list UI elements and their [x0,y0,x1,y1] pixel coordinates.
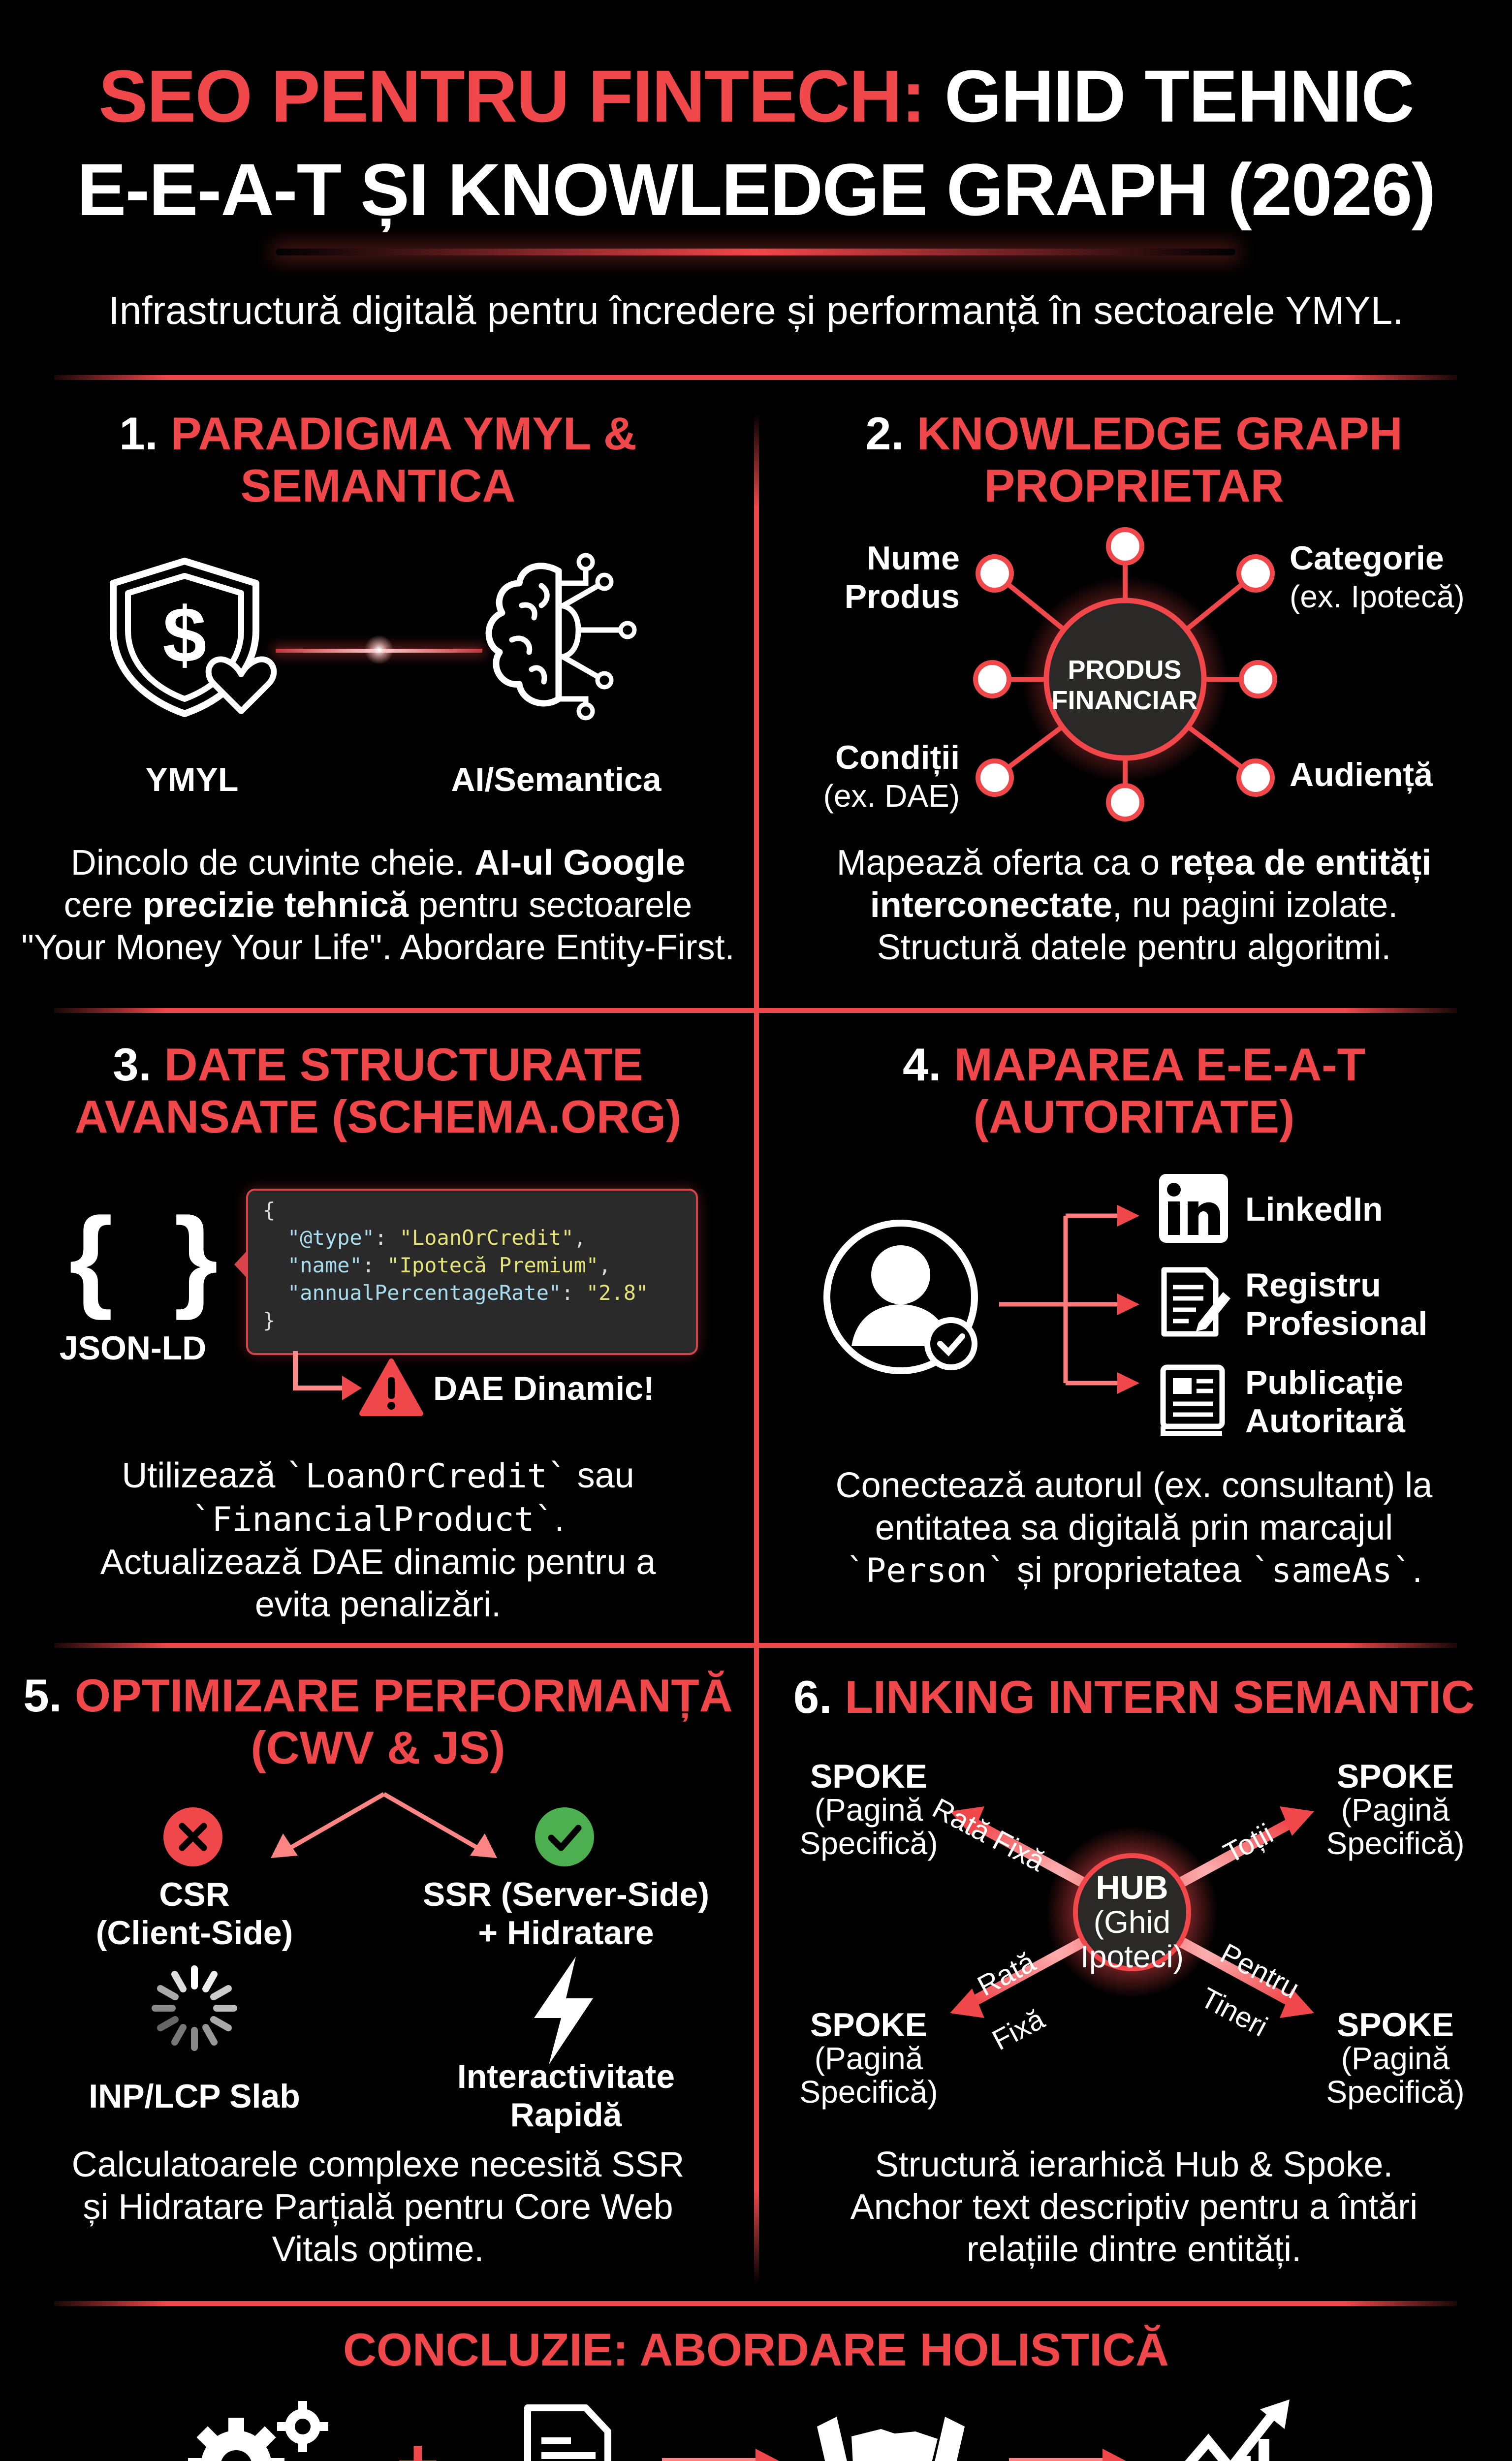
conclusion-title: CONCLUZIE: ABORDARE HOLISTICĂ [343,2324,1169,2375]
growth-chart-icon [1185,2399,1290,2461]
code-snippet: { "@type": "LoanOrCredit", "name": "Ipot… [234,1189,698,1355]
knowledge-graph-diagram [973,527,1277,821]
node-categorie: Categorie (ex. Ipotecă) [1290,539,1465,614]
x-circle-icon [163,1807,222,1866]
page-subtitle: Infrastructură digitală pentru încredere… [108,288,1404,332]
publicatie-label: Publicație Autoritară [1245,1364,1405,1440]
verified-person-icon [823,1220,978,1374]
section-6-title: 6. LINKING INTERN SEMANTIC [793,1671,1475,1723]
title-glow-divider [276,249,1235,255]
center-node-label: PRODUS FINANCIAR [1051,655,1198,715]
ymyl-label: YMYL [145,761,239,798]
section-5-title: 5. OPTIMIZARE PERFORMANȚĂ (CWV & JS) [23,1670,733,1773]
lightning-icon [534,1956,593,2065]
hub-label: HUB (Ghid Ipoteci) [1080,1869,1184,1974]
divider-top [54,375,1457,380]
document-icon [524,2404,611,2461]
section-6-body: Structură ierarhică Hub & Spoke. Anchor … [850,2145,1418,2269]
split-arrows [271,1792,497,1858]
code-pointer [234,1250,248,1279]
section-3-title: 3. DATE STRUCTURATE AVANSATE (SCHEMA.ORG… [74,1039,682,1142]
code-line-name: "name": "Ipotecă Premium", [287,1253,611,1277]
branch-arrows [999,1205,1139,1394]
title-white-1: GHID TEHNIC [944,55,1415,137]
divider-row-2 [54,1643,1457,1648]
spark-icon [364,635,394,664]
divider-bottom [54,2301,1457,2306]
divider-vertical [754,413,759,2284]
inp-lcp-label: INP/LCP Slab [89,2078,300,2115]
section-2-title: 2. KNOWLEDGE GRAPH PROPRIETAR [865,408,1403,511]
svg-text:$: $ [163,591,207,679]
check-circle-icon [535,1807,594,1866]
arrow-right-icon-2 [1009,2449,1126,2461]
linkedin-label: LinkedIn [1245,1191,1383,1228]
loading-spinner-icon [152,1965,237,2051]
title-white-2: E-E-A-T ȘI KNOWLEDGE GRAPH (2026) [77,148,1436,231]
ssr-label: SSR (Server-Side) + Hidratare [423,1876,709,1952]
plus-sign: + [396,2427,440,2461]
interactivitate-label: Interactivitate Rapidă [457,2058,675,2134]
document-pen-icon [1161,1267,1230,1337]
spoke-bottom-left[interactable]: SPOKE (Pagină Specifică) [799,2006,938,2110]
spoke-top-left[interactable]: SPOKE (Pagină Specifică) [799,1758,938,1861]
shield-dollar-heart-icon: $ [110,558,277,717]
spoke-top-right[interactable]: SPOKE (Pagină Specifică) [1326,1758,1465,1861]
section-1-title: 1. PARADIGMA YMYL & SEMANTICA [119,408,637,511]
json-ld-label: JSON-LD [59,1329,207,1367]
gears-icon [188,2401,328,2461]
elbow-arrow-icon [293,1351,362,1400]
warning-icon [359,1358,423,1416]
spoke-bottom-right[interactable]: SPOKE (Pagină Specifică) [1326,2006,1465,2110]
section-2-body: Mapează oferta ca o rețea de entități in… [836,843,1432,967]
section-3-body: Utilizează `LoanOrCredit` sau `Financial… [100,1456,656,1624]
ai-semantica-label: AI/Semantica [451,761,662,798]
code-line-apr: "annualPercentageRate": "2.8" [287,1281,649,1305]
section-5-body: Calculatoarele complexe necesită SSR și … [71,2145,685,2269]
title-red: SEO PENTRU FINTECH: [98,55,926,137]
divider-row-1 [54,1008,1457,1013]
node-conditii: Condiții (ex. DAE) [823,739,960,814]
section-1-body: Dincolo de cuvinte cheie. AI-ul Google c… [21,843,735,967]
section-4-body: Conectează autorul (ex. consultant) la e… [835,1466,1433,1590]
csr-label: CSR (Client-Side) [95,1876,293,1952]
brain-circuit-icon [485,553,637,721]
node-nume-produs: Nume Produs [844,539,960,615]
code-line-type: "@type": "LoanOrCredit", [287,1226,586,1250]
section-4-title: 4. MAPAREA E-E-A-T (AUTORITATE) [902,1039,1366,1142]
newspaper-book-icon [1160,1364,1225,1436]
handshake-icon [817,2417,965,2461]
hub-spoke-diagram [950,1806,1314,2018]
registru-label: Registru Profesional [1245,1266,1428,1342]
arrow-right-icon [662,2449,779,2461]
dae-dinamic-label: DAE Dinamic! [433,1370,655,1407]
node-audienta: Audiență [1290,756,1433,793]
linkedin-icon [1159,1174,1228,1243]
json-braces-icon: { } [69,1194,233,1321]
page-title: SEO PENTRU FINTECH: GHID TEHNIC E-E-A-T … [0,49,1512,236]
